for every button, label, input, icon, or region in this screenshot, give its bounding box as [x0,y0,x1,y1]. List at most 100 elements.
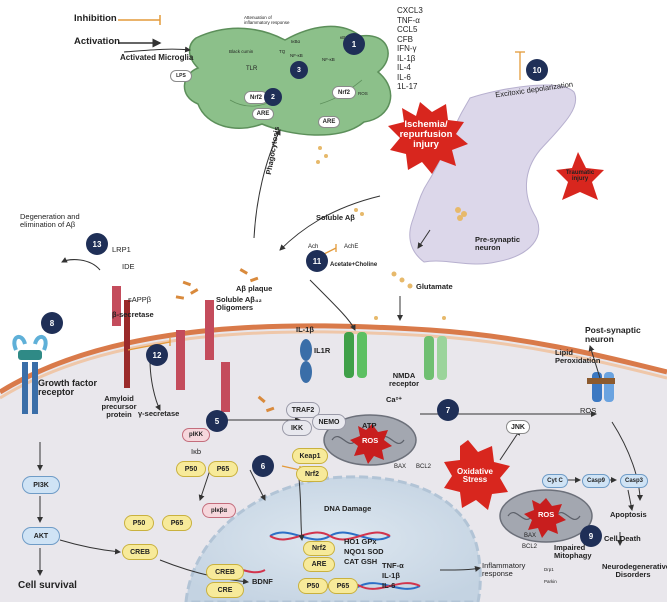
legend-inhibition: Inhibition [74,13,117,24]
growth-factor-receptor [12,334,48,414]
drp1-label: Drp1 [544,567,554,572]
ache-label: AchE [344,244,359,250]
inflammatory-response-label: Inflammatory response [482,561,526,578]
creb-pill: CREB [122,544,158,560]
ros-right-label: ROS [580,406,597,415]
p50-nuc-pill: P50 [298,578,328,594]
are-nuc-pill: ARE [303,557,335,572]
neurodeg-label: Neurodegenerative Disorders [602,562,667,579]
presynaptic-neuron [409,84,577,265]
app-label: Amyloid precursor protein [101,394,137,419]
nrf2-pill-b: Nrf2 [332,86,356,99]
ho1-label: HO1 GPx [344,537,377,546]
creb-nuc-pill: CREB [206,564,244,580]
attenuation-label: Attenuation of inflammatory response [244,15,290,25]
casp9-pill: Casp9 [582,474,610,488]
presynaptic-label: Pre-synaptic neuron [475,235,521,252]
ach-label: Ach [308,244,319,250]
keap1-pill: Keap1 [292,448,328,464]
step-circle-1: 1 [343,33,365,55]
b-secretase-bar [112,286,121,326]
bax-label: BAX [394,464,407,470]
lipid-label: Lipid Peroxidation [555,348,601,365]
dna-damage-label: DNA Damage [324,504,372,513]
tq-label: TQ [279,49,286,54]
nemo-pill: NEMO [312,414,346,430]
atp-label: ATP [362,421,377,430]
jnk-pill: JNK [506,420,530,434]
ros-microglia-label: ROS [358,91,368,96]
bax2-label: BAX [524,533,537,539]
bcl2-2-label: BCL2 [522,544,538,550]
b-secretase-label: β-secretase [112,310,154,319]
impaired-mitophagy-label: Impaired Mitophagy [554,543,592,560]
black-cumin-label: Black cumin [229,49,254,54]
step-circle-2: 2 [264,88,282,106]
cre-pill: CRE [206,582,244,598]
akt-pill: AKT [22,527,60,545]
oxidative-starburst [444,440,510,510]
step-circle-10: 10 [526,59,548,81]
legend-activation: Activation [74,36,120,47]
cytokine-item: IL-1β [397,53,416,63]
bcl2-label: BCL2 [416,464,432,470]
ikb-label: Iκb [191,447,202,456]
il1b-label: IL-1β [296,325,314,334]
cell-membrane [0,323,667,395]
nfkb-label: NF-κB [290,53,303,58]
cytc-pill: Cyt C [542,474,568,488]
pi3k-pill: PI3K [22,476,60,494]
parkin-label: Parkin [544,579,557,584]
step-circle-7: 7 [437,399,459,421]
cytokine-item: TNF-α [397,15,420,25]
cytokine-item: CCL5 [397,25,418,34]
ab-plaque-label: Aβ plaque [236,284,273,293]
il1r-label: IL1R [314,346,331,355]
cytokine-item: IL-6 [397,72,411,82]
acetate-label: Acetate+Choline [330,262,378,268]
cell-survival-label: Cell survival [18,580,77,591]
oligomers-label: Soluble Aβ₄₂ Oligomers [216,295,262,312]
pikk-pill: pIKK [182,428,210,442]
traumatic-label: Traumatic injury [565,170,595,183]
g-secretase-label: γ-secretase [138,409,180,418]
nmda-label: NMDA receptor [388,371,419,388]
cytokine-item: IL-4 [397,63,411,72]
nrf2-nuc-pill: Nrf2 [303,541,335,556]
oxidative-label: Oxidative Stress [456,467,493,485]
ikk-pill: IKK [282,420,312,436]
cytokine-item: CXCL3 [397,6,423,15]
nfkb2-label: NF-κB [322,57,335,62]
step-circle-5: 5 [206,410,228,432]
tnf-label: TNF-α [382,561,404,570]
step-circle-3: 3 [290,61,308,79]
nmda-receptor-1 [344,332,367,378]
traf2-pill: TRAF2 [286,402,320,418]
step-circle-9: 9 [580,525,602,547]
ros-mito2-label: ROS [538,510,555,519]
il1b-nuc-label: IL-1β [382,571,400,580]
are-pill-b: ARE [318,116,340,128]
microglia-label: Activated Microglia [120,53,194,62]
cell-death-label: Cell Death [604,534,641,543]
pikba-pill: pIκβα [202,503,236,518]
il1r-receptor [300,339,312,383]
casp3-pill: Casp3 [620,474,648,488]
lps-pill: LPS [170,70,192,82]
g-secretase-bar [176,330,185,390]
lipid-bar [587,378,615,384]
p65-nuc-pill: P65 [328,578,358,594]
step-circle-6: 6 [252,455,274,477]
cytokine-item: 1L-17 [397,82,418,91]
ischemia-label: Ischemia/ repurfusion injury [399,119,453,150]
are-pill-a: ARE [252,108,274,120]
postsynaptic-label: Post-synaptic neuron [585,325,641,344]
growth-factor-label: Growth factor receptor [38,378,98,398]
soluble-ab-label: Soluble Aβ [316,213,355,222]
app-bar [124,300,130,388]
tlr-label: TLR [246,66,258,72]
traumatic-starburst [556,152,604,200]
cytokine-item: IFN-γ [397,44,417,53]
